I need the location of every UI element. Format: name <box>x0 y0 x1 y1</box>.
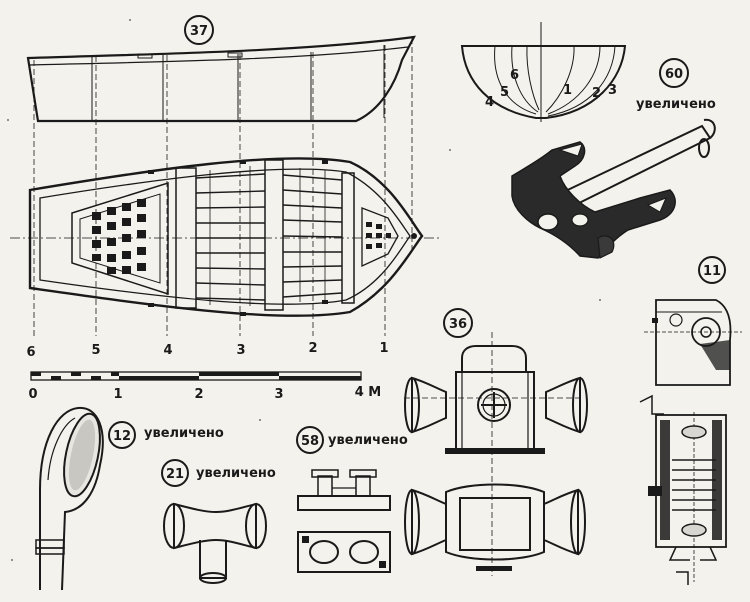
stern-grating <box>92 199 146 274</box>
section-label: 1 <box>563 83 572 98</box>
capstan-figure: 36 <box>404 308 588 576</box>
station-label: 2 <box>308 341 317 356</box>
winch-figure: 11 <box>639 256 742 585</box>
anchor-figure: 60 увеличено <box>511 58 716 259</box>
scale-tick-label: 3 <box>274 387 283 402</box>
scale-tick-label: 2 <box>194 387 203 402</box>
winch-number: 11 <box>703 264 721 279</box>
station-label: 1 <box>379 341 388 356</box>
boat-number-circle <box>184 15 214 45</box>
boat-figure: 37 <box>10 15 440 360</box>
hull-section-figure: 6 5 4 1 2 3 <box>460 22 627 122</box>
station-labels: 6 5 4 3 2 1 <box>26 341 388 360</box>
bollard-number: 58 <box>301 434 319 449</box>
section-label: 3 <box>608 83 617 98</box>
station-lines <box>33 38 413 336</box>
ventilator-number: 12 <box>113 429 131 444</box>
t-ventilator-note: увеличено <box>196 466 276 481</box>
scale-bar: 0 1 2 3 4 M <box>28 371 382 402</box>
station-label: 4 <box>163 343 172 358</box>
anchor-note: увеличено <box>636 97 716 112</box>
station-label: 5 <box>91 343 100 358</box>
station-label: 6 <box>26 345 35 360</box>
boat-plan-view <box>10 157 440 317</box>
scale-tick-label: 4 M <box>355 385 382 400</box>
t-ventilator-figure: 21 увеличено <box>161 459 276 584</box>
ventilator-note: увеличено <box>144 426 224 441</box>
boat-number: 37 <box>190 24 208 39</box>
section-label: 2 <box>592 86 601 101</box>
capstan-number: 36 <box>449 317 467 332</box>
section-label: 6 <box>510 68 519 83</box>
ventilator-figure: 12 увеличено <box>35 406 224 591</box>
bollard-figure: 58 увеличено <box>296 426 408 573</box>
bollard-note: увеличено <box>328 433 408 448</box>
t-ventilator-number: 21 <box>166 467 184 482</box>
anchor-number: 60 <box>665 67 683 82</box>
scale-tick-label: 0 <box>28 387 37 402</box>
section-label: 5 <box>500 85 509 100</box>
section-label: 4 <box>485 95 494 110</box>
scale-tick-label: 1 <box>113 387 122 402</box>
boat-side-profile <box>26 35 416 123</box>
floorboards <box>195 166 343 306</box>
station-label: 3 <box>236 343 245 358</box>
